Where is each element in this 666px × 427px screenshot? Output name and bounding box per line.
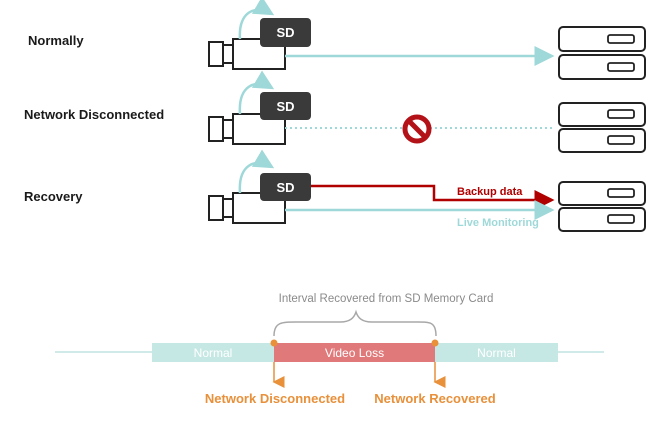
camera-icon xyxy=(208,38,286,70)
disconnect-marker xyxy=(270,339,278,347)
segment-normal-after xyxy=(435,343,558,362)
segment-label-normal-after: Normal xyxy=(477,346,516,360)
prohibited-icon xyxy=(402,114,432,144)
recovered-interval-brace xyxy=(273,309,437,337)
event-network-recovered: Network Recovered xyxy=(374,391,495,406)
sd-label: SD xyxy=(276,99,294,114)
camera-to-sd-arrow xyxy=(238,149,275,194)
event-network-disconnected: Network Disconnected xyxy=(205,391,345,406)
server-icon xyxy=(558,26,646,80)
row-label-recovery: Recovery xyxy=(24,189,83,204)
row-label-normally: Normally xyxy=(28,33,84,48)
camera-to-sd-arrow xyxy=(238,0,275,40)
row-normally: Normally SD xyxy=(28,0,646,80)
timeline: Interval Recovered from SD Memory Card N… xyxy=(55,293,604,406)
row-label-disconnected: Network Disconnected xyxy=(24,107,164,122)
sd-label: SD xyxy=(276,25,294,40)
backup-data-line xyxy=(311,184,555,210)
server-icon xyxy=(558,102,646,153)
camera-to-sd-arrow xyxy=(238,70,275,115)
camera-icon xyxy=(208,113,286,145)
segment-normal-before xyxy=(152,343,274,362)
backup-data-label: Backup data xyxy=(457,186,523,198)
sd-card-icon: SD xyxy=(260,173,311,201)
server-icon xyxy=(558,181,646,232)
segment-video-loss xyxy=(274,343,435,362)
sd-label: SD xyxy=(276,180,294,195)
row-network-disconnected: Network Disconnected SD xyxy=(24,70,646,153)
live-monitoring-label: Live Monitoring xyxy=(457,217,539,229)
segment-label-normal-before: Normal xyxy=(194,346,233,360)
brace-label: Interval Recovered from SD Memory Card xyxy=(279,293,494,305)
recover-marker xyxy=(431,339,439,347)
sd-card-icon: SD xyxy=(260,92,311,120)
row-recovery: Recovery SD Backup data Live Monitoring xyxy=(24,149,646,232)
sd-card-icon: SD xyxy=(260,18,311,47)
segment-label-video-loss: Video Loss xyxy=(325,346,384,360)
camera-icon xyxy=(208,192,286,224)
